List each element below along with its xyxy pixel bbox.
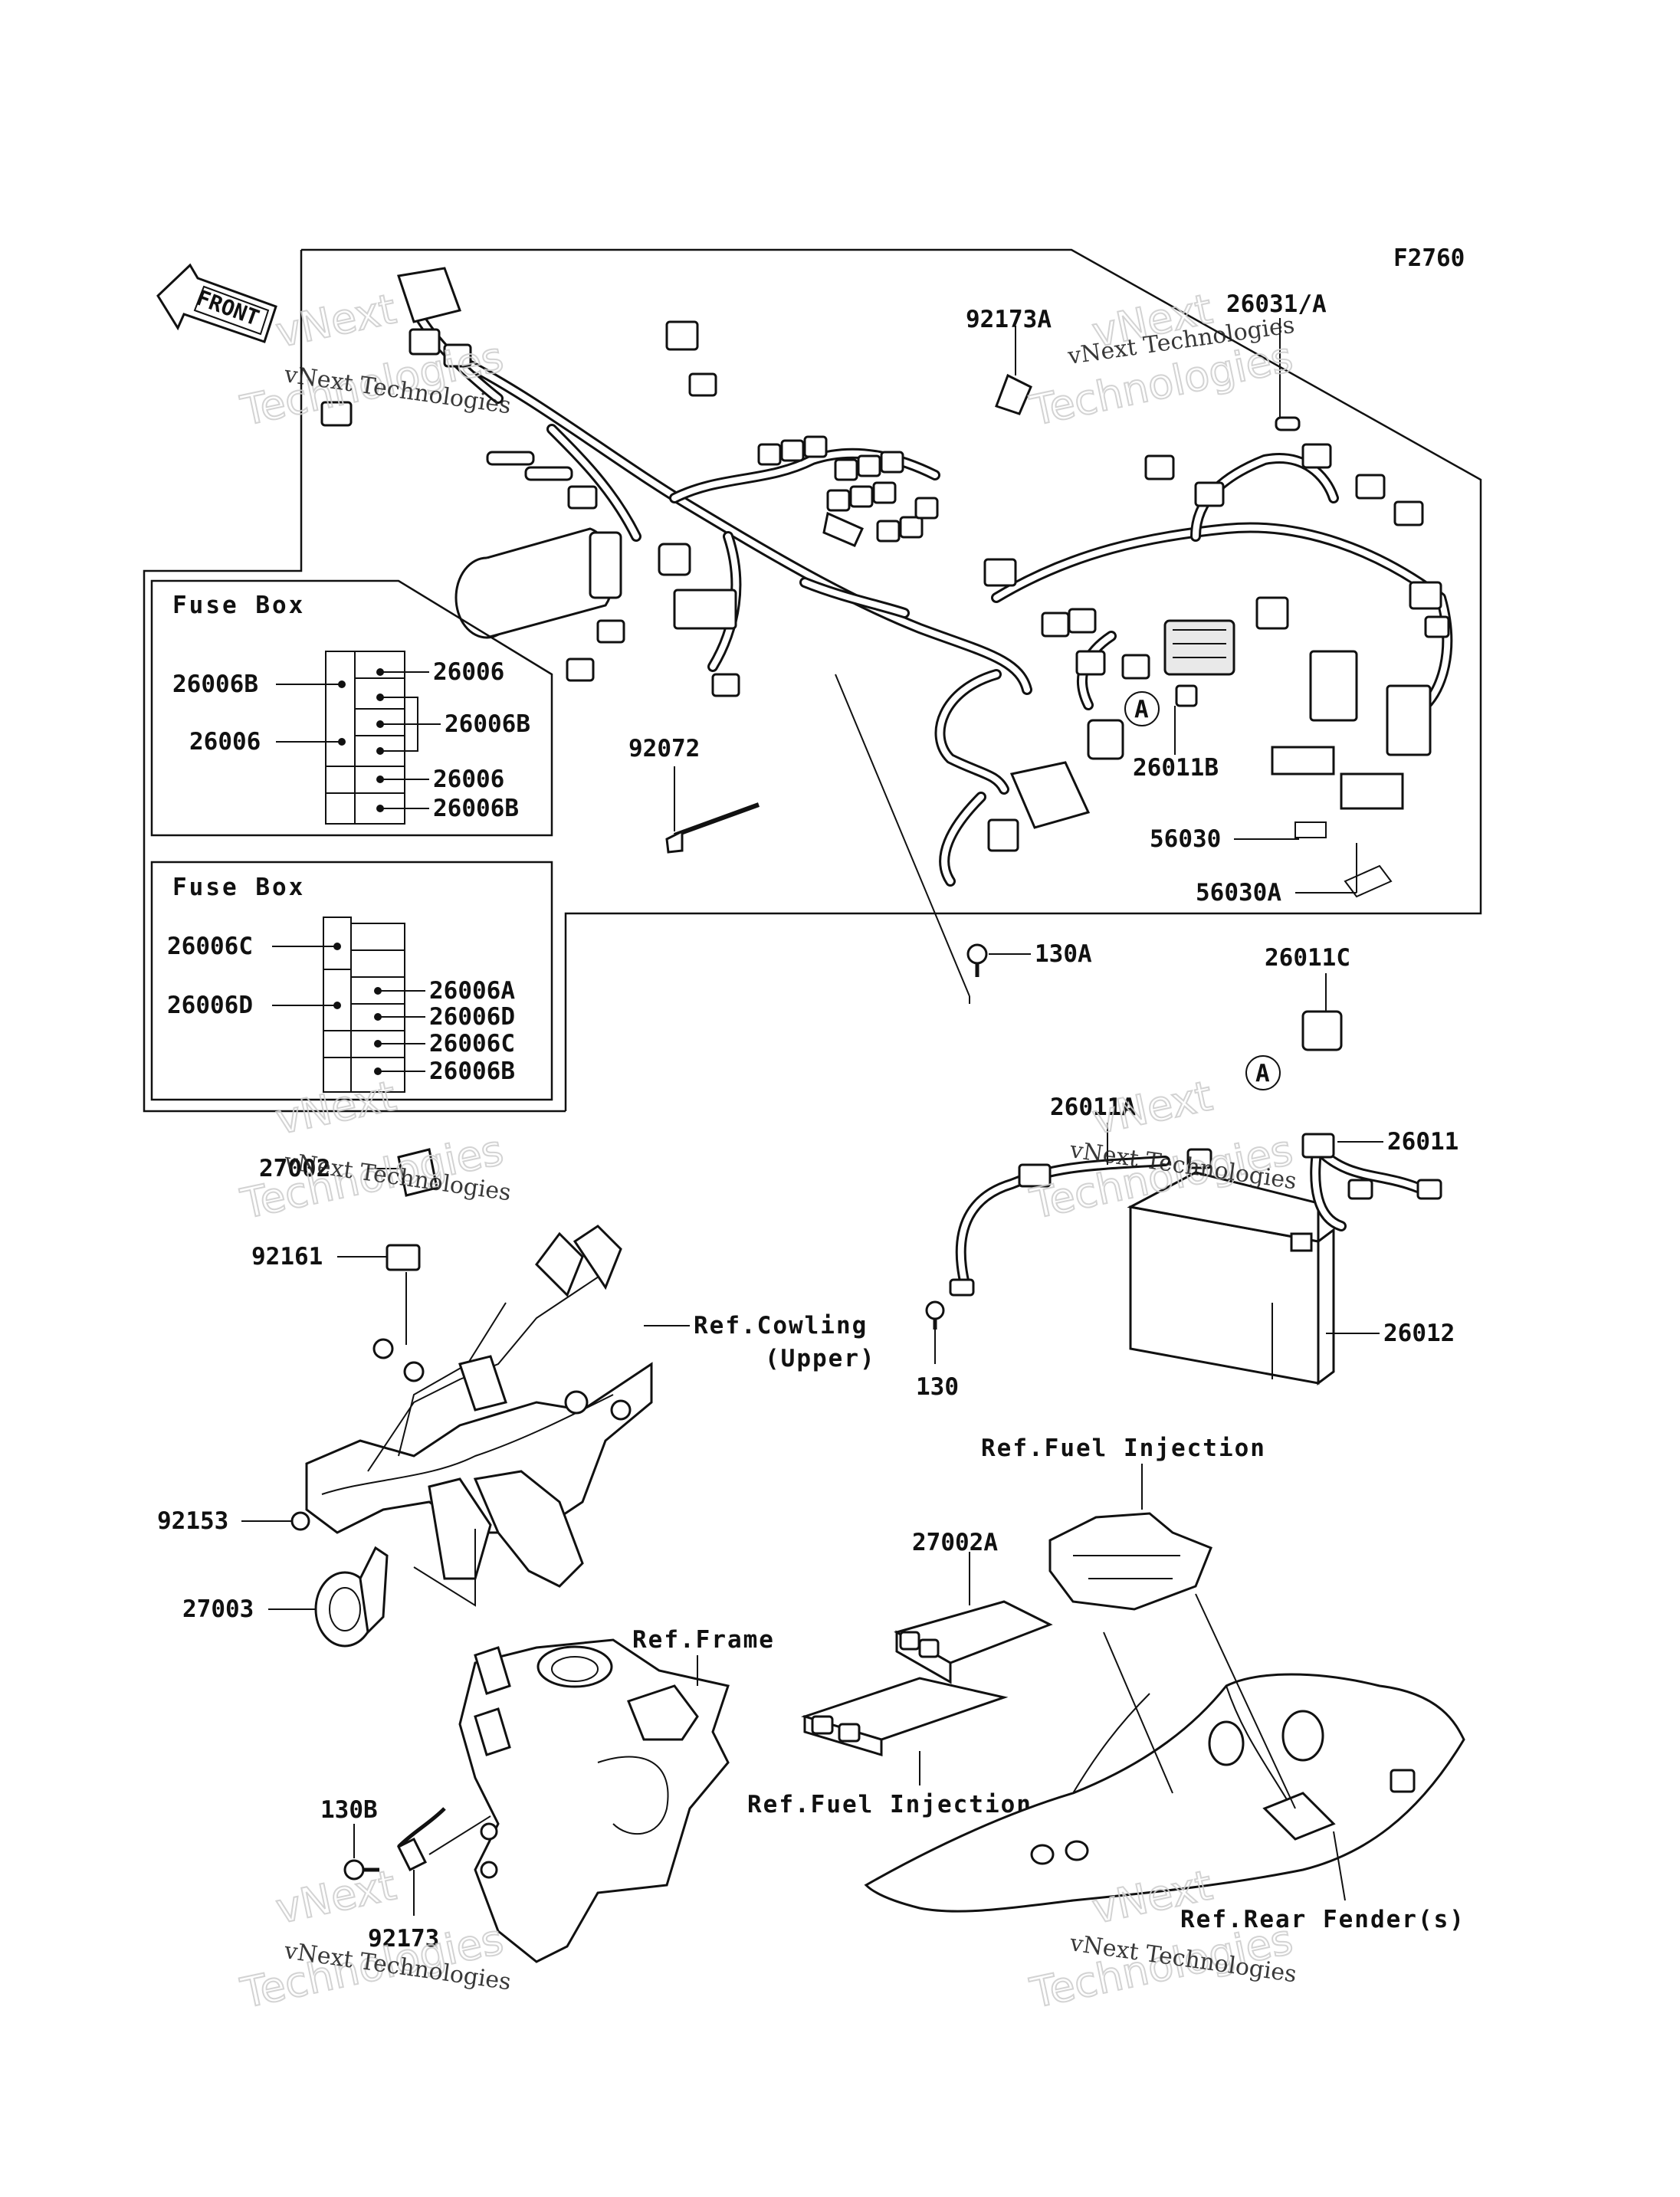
label-27002a: 27002A — [912, 1529, 998, 1556]
label-26006a: 26006A — [429, 977, 515, 1005]
label-130: 130 — [916, 1373, 959, 1401]
svg-text:vNext: vNext — [272, 1071, 400, 1143]
battery-26012: 26012 — [1127, 1171, 1455, 1385]
label-26006b-fb1-a: 26006B — [445, 710, 530, 738]
label-26006d-fb2-left: 26006D — [167, 992, 253, 1019]
label-92153: 92153 — [157, 1507, 228, 1535]
battery-cables: 26011A 26011 — [949, 1094, 1459, 1297]
fuse-box-2-title: Fuse Box — [172, 874, 305, 901]
svg-text:vNext: vNext — [272, 284, 400, 356]
rear-fender: Ref.Rear Fender(s) — [864, 1593, 1465, 1933]
fuse-box-1-title: Fuse Box — [172, 592, 305, 619]
label-26011: 26011 — [1387, 1128, 1459, 1156]
connector-26011c: 26011C A — [1245, 944, 1350, 1090]
label-130b: 130B — [320, 1796, 378, 1824]
ref-cowling-upper-2: (Upper) — [765, 1345, 876, 1372]
svg-text:A: A — [1134, 696, 1149, 723]
fuse-box-2-panel: Fuse Box 26006C 26006D 26006A 26006D 260… — [150, 861, 553, 1101]
cowling-stay-bracket: Ref.Cowling (Upper) — [305, 1225, 876, 1588]
label-26011c: 26011C — [1265, 944, 1350, 972]
figure-code: F2760 — [1393, 244, 1465, 272]
label-27002: 27002 — [259, 1155, 330, 1182]
bolt-130a: 130A — [966, 940, 1092, 977]
label-130a: 130A — [1035, 940, 1092, 968]
ref-frame: Ref.Frame — [632, 1626, 775, 1654]
label-26006-fb1-left: 26006 — [189, 728, 261, 756]
label-92173: 92173 — [368, 1925, 439, 1953]
harness-enclosure-outline — [143, 248, 1482, 1113]
label-26011a: 26011A — [1050, 1094, 1136, 1121]
ref-rear-fender: Ref.Rear Fender(s) — [1180, 1906, 1465, 1933]
ecu-lower: Ref.Fuel Injection — [747, 1677, 1032, 1818]
ecu-27002a: 27002A — [894, 1529, 1053, 1684]
label-26006d: 26006D — [429, 1003, 515, 1031]
harness-connectors — [320, 267, 1450, 898]
grommet-92161: 92161 — [251, 1243, 421, 1345]
bolt-130: 130 — [916, 1300, 959, 1401]
label-27003: 27003 — [182, 1595, 254, 1623]
nut-92153: 92153 — [157, 1507, 310, 1535]
relay-27002: 27002 — [259, 1148, 438, 1197]
horn-27003: 27003 — [182, 1529, 476, 1648]
ecu-bracket: Ref.Fuel Injection — [981, 1435, 1266, 1611]
label-92173a: 92173A — [966, 306, 1052, 333]
clamp-92173a — [995, 337, 1032, 415]
frame-head-pipe: Ref.Frame — [458, 1626, 775, 1963]
label-26006b-fb1-left: 26006B — [172, 671, 258, 698]
label-26006-fb1-b: 26006 — [433, 766, 504, 793]
label-26006b-fb1-b: 26006B — [433, 795, 519, 822]
label-92161: 92161 — [251, 1243, 323, 1271]
label-56030: 56030 — [1150, 825, 1221, 853]
label-26011b: 26011B — [1133, 754, 1219, 782]
label-56030a: 56030A — [1196, 879, 1281, 907]
bolt-130b: 130B — [320, 1796, 379, 1881]
label-26006c: 26006C — [429, 1030, 515, 1058]
label-26006-fb1-a: 26006 — [433, 658, 504, 686]
label-26006b-fb2: 26006B — [429, 1058, 515, 1085]
fuse-box-1-panel: Fuse Box 26006B 26006 26006 26006B 26006… — [150, 579, 553, 837]
svg-text:A: A — [1255, 1060, 1270, 1087]
front-direction-arrow: FRONT — [156, 263, 277, 343]
ref-fuel-injection-bottom: Ref.Fuel Injection — [747, 1791, 1032, 1818]
ref-cowling-upper-1: Ref.Cowling — [694, 1312, 868, 1340]
harness-leader-lines — [835, 318, 1357, 1004]
label-26006c-fb2-left: 26006C — [167, 933, 253, 960]
svg-text:vNext: vNext — [272, 1861, 400, 1933]
clamp-92173: 92173 — [368, 1807, 491, 1953]
ref-fuel-injection-top: Ref.Fuel Injection — [981, 1435, 1266, 1462]
cable-tie-92072: 92072 — [628, 735, 760, 854]
label-26012: 26012 — [1383, 1320, 1455, 1347]
label-92072: 92072 — [628, 735, 700, 762]
callout-a-upper: A — [1124, 691, 1160, 726]
label-26031a: 26031/A — [1226, 290, 1327, 318]
svg-text:vNext: vNext — [1088, 1071, 1216, 1143]
